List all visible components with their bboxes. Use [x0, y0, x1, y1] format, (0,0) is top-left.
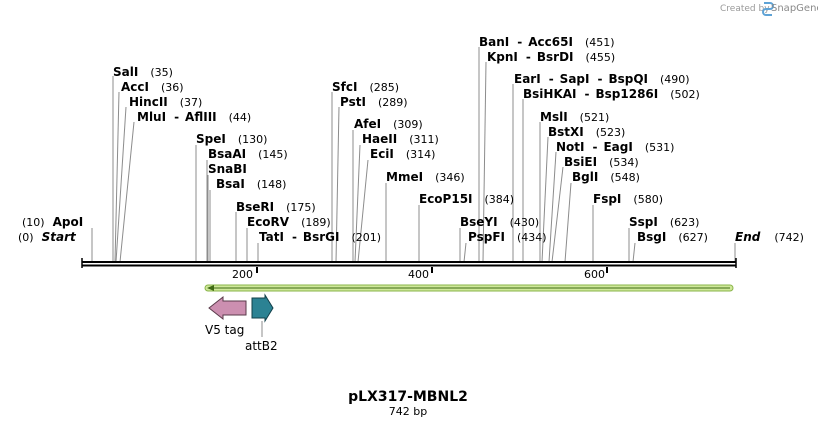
lead-line	[115, 106, 127, 263]
site-label: MmeI(346)	[386, 170, 465, 184]
end-label: End(742)	[735, 230, 804, 244]
map-length: 742 bp	[389, 405, 427, 418]
lead-line	[335, 106, 340, 263]
lead-line	[541, 136, 549, 263]
site-label: BsgI(627)	[637, 230, 708, 244]
site-label: BsiHKAI-Bsp1286I(502)	[523, 87, 700, 101]
site-label: BseRI(175)	[236, 200, 316, 214]
lead-line	[551, 166, 564, 263]
map-title: pLX317-MBNL2	[348, 389, 468, 405]
orf-feature-bar	[204, 284, 734, 292]
credit-brand: SnapGene	[771, 3, 818, 14]
site-label: AfeI(309)	[354, 117, 423, 131]
feature-label: V5 tag	[205, 323, 244, 337]
site-label: EcoP15I(384)	[419, 192, 514, 206]
feature-label: attB2	[245, 339, 278, 353]
site-label: FspI(580)	[593, 192, 663, 206]
v5-tag-feature: V5 tag	[205, 295, 247, 337]
site-label: EarI-SapI-BspQI(490)	[514, 72, 690, 86]
site-label: BsaAI(145)	[208, 147, 288, 161]
site-label: PstI(289)	[340, 95, 408, 109]
site-label: (10)ApoI	[22, 215, 83, 229]
lead-line	[357, 159, 369, 263]
site-label: AccI(36)	[121, 80, 184, 94]
site-label: SpeI(130)	[196, 132, 267, 146]
snapgene-logo-icon	[762, 1, 774, 16]
lead-line	[564, 182, 572, 263]
right-arrow-icon	[251, 293, 274, 323]
credit-prefix: Created by	[720, 4, 770, 14]
lead-line	[119, 121, 135, 263]
site-label: BglI(548)	[572, 170, 640, 184]
site-label: MslI(521)	[540, 110, 609, 124]
site-label: BsaI(148)	[216, 177, 286, 191]
lead-line	[463, 242, 467, 263]
site-label: HaeII(311)	[362, 132, 439, 146]
site-label: SfcI(285)	[332, 80, 399, 94]
snapgene-credit: Created by SnapGene	[720, 1, 818, 16]
start-label: (0)Start	[18, 230, 77, 244]
site-labels: (10)ApoI SalI(35) AccI(36) HincII(37) Ml…	[22, 35, 708, 244]
site-label: BseYI(430)	[460, 215, 539, 229]
site-label: HincII(37)	[129, 95, 202, 109]
lead-line	[114, 91, 120, 263]
site-label: BsiEI(534)	[564, 155, 639, 169]
site-label: BstXI(523)	[548, 125, 625, 139]
ruler-tick-label: 400	[408, 268, 429, 281]
site-label: BanI-Acc65I(451)	[479, 35, 615, 49]
site-label: EcoRV(189)	[247, 215, 331, 229]
site-label: EciI(314)	[370, 147, 435, 161]
site-label: SnaBI	[208, 162, 247, 176]
ruler-tick-label: 200	[232, 268, 253, 281]
ruler-tick-label: 600	[584, 268, 605, 281]
attb2-feature: attB2	[245, 293, 278, 353]
site-label: SalI(35)	[113, 65, 173, 79]
site-label: MluI-AflIII(44)	[137, 110, 251, 124]
ruler: 200 400 600	[232, 267, 608, 281]
site-label: SspI(623)	[629, 215, 699, 229]
left-arrow-icon	[208, 295, 247, 321]
site-label: PspFI(434)	[468, 230, 547, 244]
lead-line	[548, 151, 557, 263]
site-lead-lines	[91, 47, 736, 263]
lead-line	[482, 61, 487, 263]
lead-line	[632, 242, 636, 263]
dna-backbone	[81, 258, 737, 268]
site-label: KpnI-BsrDI(455)	[487, 50, 615, 64]
lead-line	[354, 144, 361, 263]
site-label: TatI-BsrGI(201)	[259, 230, 381, 244]
site-label: NotI-EagI(531)	[556, 140, 674, 154]
